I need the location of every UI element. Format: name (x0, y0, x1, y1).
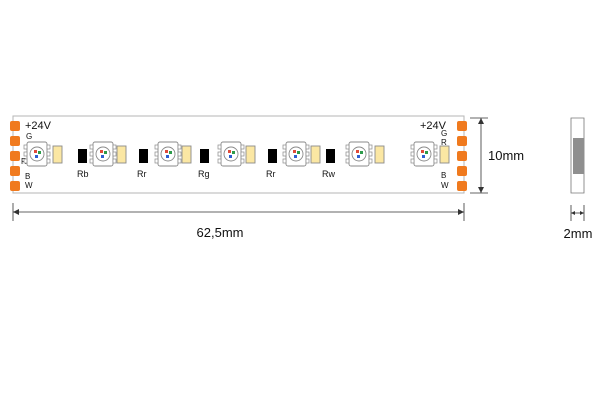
right-pad-label-b: B (441, 171, 446, 180)
length-dimension (12, 203, 465, 221)
white-led (116, 145, 127, 164)
resistor-label-rw: Rw (322, 169, 335, 179)
solder-pad (457, 151, 467, 161)
left-solder-pads (10, 121, 20, 191)
right-solder-pads (457, 121, 467, 191)
white-led (245, 145, 256, 164)
rgb-led (410, 141, 438, 167)
resistor (268, 149, 277, 163)
right-pad-label-w: W (441, 181, 449, 190)
resistor (78, 149, 87, 163)
rgb-led (282, 141, 310, 167)
white-led (439, 145, 450, 164)
width-label: 10mm (488, 148, 524, 163)
solder-pad (457, 136, 467, 146)
solder-pad (10, 166, 20, 176)
rgb-led (89, 141, 117, 167)
width-dimension (470, 117, 488, 194)
side-view (570, 117, 585, 194)
resistor (139, 149, 148, 163)
solder-pad (10, 121, 20, 131)
left-pad-label-g: G (26, 132, 32, 141)
white-led (52, 145, 63, 164)
rgb-led (345, 141, 373, 167)
thickness-label: 2mm (564, 226, 593, 241)
white-led (310, 145, 321, 164)
length-label: 62,5mm (197, 225, 244, 240)
right-pad-label-r: R (441, 138, 447, 147)
solder-pad (457, 121, 467, 131)
solder-pad (10, 136, 20, 146)
left-pad-label-w: W (25, 181, 33, 190)
thickness-dimension (570, 205, 585, 221)
solder-pad (10, 181, 20, 191)
right-pad-label-g: G (441, 129, 447, 138)
resistor (200, 149, 209, 163)
solder-pad (457, 166, 467, 176)
rgb-led (23, 141, 51, 167)
solder-pad (457, 181, 467, 191)
resistor (326, 149, 335, 163)
resistor-label-rg: Rg (198, 169, 210, 179)
white-led (374, 145, 385, 164)
left-voltage-label: +24V (25, 120, 52, 132)
rgb-led (154, 141, 182, 167)
white-led (181, 145, 192, 164)
right-voltage-label: +24V (420, 120, 447, 132)
resistor-label-rr: Rr (137, 169, 147, 179)
resistor-label-rr: Rr (266, 169, 276, 179)
left-pad-label-b: B (25, 172, 30, 181)
rgb-led (217, 141, 245, 167)
resistor-label-rb: Rb (77, 169, 89, 179)
strip-components (23, 141, 450, 167)
solder-pad (10, 151, 20, 161)
